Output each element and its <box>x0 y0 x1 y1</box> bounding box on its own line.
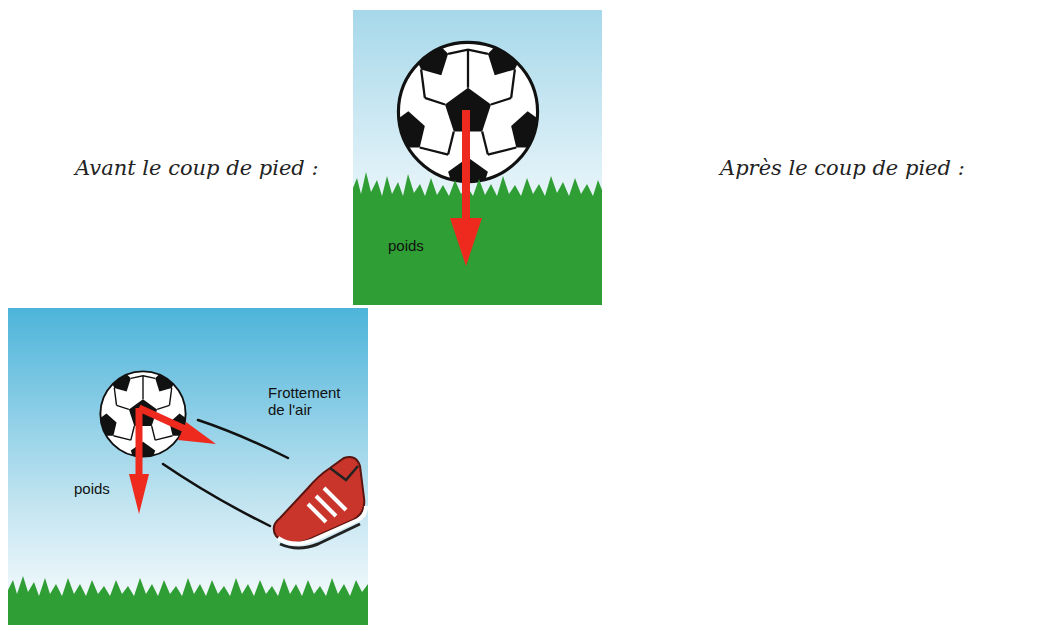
ball-at-rest-illustration <box>353 10 602 305</box>
kicked-ball-illustration <box>8 308 368 625</box>
force-label: poids <box>388 237 424 254</box>
heading-before: Avant le coup de pied : <box>75 156 319 180</box>
heading-after: Après le coup de pied : <box>720 156 965 180</box>
force-label: Frottement de l'air <box>268 384 350 419</box>
force-label: poids <box>74 480 110 497</box>
